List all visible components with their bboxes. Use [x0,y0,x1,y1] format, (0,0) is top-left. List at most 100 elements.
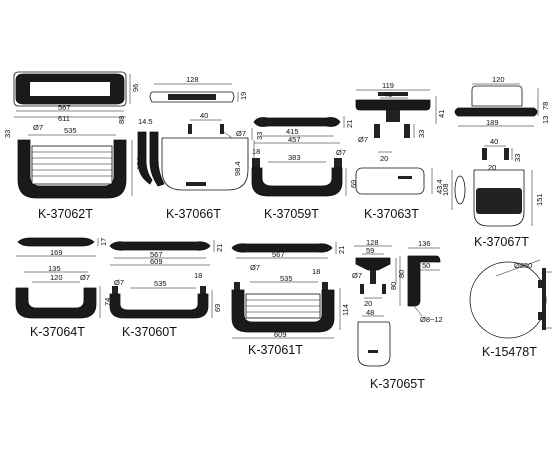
dim-text: Ø7 [80,273,90,282]
dim-text: 535 [64,126,77,135]
product-label: K-37064T [30,325,85,339]
k37062t-seat-grid [31,145,113,185]
k37065t-bracket [355,257,391,271]
dim-text: Ø7 [250,263,260,272]
dim-text: 535 [280,274,293,283]
k15478t-mirror [469,261,547,339]
dim-text: 21 [215,244,224,252]
dim-text: 69 [349,180,358,188]
product-k37064t: 17 169 135 120 Ø7 74 K-37064T [15,237,112,339]
dim-text: 43.4 [435,179,444,194]
k37063t-side-view [355,99,431,111]
dim-text: 96 [131,84,140,92]
dim-text: Ø850 [514,261,532,270]
product-label: K-37066T [166,207,221,221]
k37067t-top-cover [471,85,523,107]
product-k37065t: 128 59 80 Ø7 20 48 136 80 50 Ø8~12 K-370… [352,238,443,391]
dim-text: 169 [50,248,63,257]
dim-text: 567 [58,103,71,112]
dim-text: 611 [58,114,70,123]
dim-text: 19 [239,92,248,100]
product-k37063t: 119 40 41 Ø7 33 20 43.4 K-37063T [355,81,446,221]
product-k15478t: Ø850 K-15478T [469,259,552,359]
dim-text: 136 [418,239,431,248]
k37061t-frame [231,289,335,333]
product-label: K-37059T [264,207,319,221]
dim-text: 13 [541,116,550,124]
product-label: K-37065T [370,377,425,391]
dim-text: 128 [366,238,379,247]
dim-text: 59 [366,246,374,255]
dim-text: 120 [492,75,505,84]
product-k37062t: 96 567 611 33 Ø7 535 184 K-37062T [3,71,144,221]
product-label: K-37060T [122,325,177,339]
dim-text: 18 [312,267,320,276]
k37065t-side-view [407,255,441,307]
dim-text: 18 [194,271,202,280]
k37063t-front-view [355,167,425,195]
k37066t-front-view [161,137,249,191]
k37067t-side-view [454,107,538,117]
dim-text: 21 [337,246,346,254]
dim-text: 14.5 [138,117,153,126]
k37061t-top-view [231,243,333,253]
product-k37060t: 21 567 609 Ø7 535 18 69 K-37060T [109,240,224,339]
dim-text: 88 [117,116,126,124]
dim-text: 69 [213,304,222,312]
dim-text: 41 [437,110,446,118]
dim-text: 40 [200,111,208,120]
product-label: K-37061T [248,343,303,357]
k37059t-front-view [251,167,343,197]
dim-text: 18 [252,147,260,156]
dim-text: 50 [422,261,430,270]
dim-text: 80 [389,282,398,290]
dim-text: 119 [382,81,394,90]
k37064t-front-view [15,287,97,319]
dim-text: 120 [50,273,63,282]
dim-text: 40 [490,137,498,146]
dim-text: 609 [274,330,287,339]
k37060t-top-view [109,241,211,251]
dim-text: 128 [186,75,199,84]
dim-text: 20 [364,299,372,308]
dim-text: 80 [397,270,406,278]
product-k37067t: 120 78 13 189 40 33 20 108 151 K-37067T [441,75,550,249]
product-k37059t: 21 415 457 18 Ø7 383 69 K-37059T [251,116,358,221]
dim-text: 567 [272,250,285,259]
k37064t-top-view [17,237,95,247]
product-k37061t: 21 567 Ø7 535 18 114 609 K-37061T [231,242,350,357]
dim-text: 135 [48,264,61,273]
dim-text: 33 [417,130,426,138]
dim-text: 17 [99,238,108,246]
product-label: K-15478T [482,345,537,359]
k37065t-front-view [357,321,391,367]
dim-text: 33 [255,132,264,140]
dim-text: Ø7 [33,123,43,132]
k37060t-front-view [109,293,209,319]
dim-text: 48 [366,308,374,317]
k37066t-side-bracket [137,131,153,185]
dim-text: 383 [288,153,301,162]
dim-text: 20 [380,154,388,163]
k37062t-frame [17,139,127,199]
dim-text: 98.4 [233,161,242,176]
dim-text: 20 [488,163,496,172]
dim-text: Ø7 [352,271,362,280]
product-label: K-37063T [364,207,419,221]
dim-text: Ø7 [336,148,346,157]
dim-text: 415 [286,127,299,136]
dim-text: 535 [154,279,167,288]
dim-text: Ø7 [114,278,124,287]
k37067t-roll [454,175,466,205]
dim-text: 33 [3,130,12,138]
product-label: K-37062T [38,207,93,221]
dim-text: Ø7 [358,135,368,144]
dim-text: 114 [341,304,350,316]
dim-text: 108 [441,183,450,196]
dim-text: 33 [513,154,522,162]
dim-text: 609 [150,257,163,266]
k37059t-top-view [253,117,341,127]
dim-text: Ø7 [236,129,246,138]
dim-text: 21 [345,120,354,128]
